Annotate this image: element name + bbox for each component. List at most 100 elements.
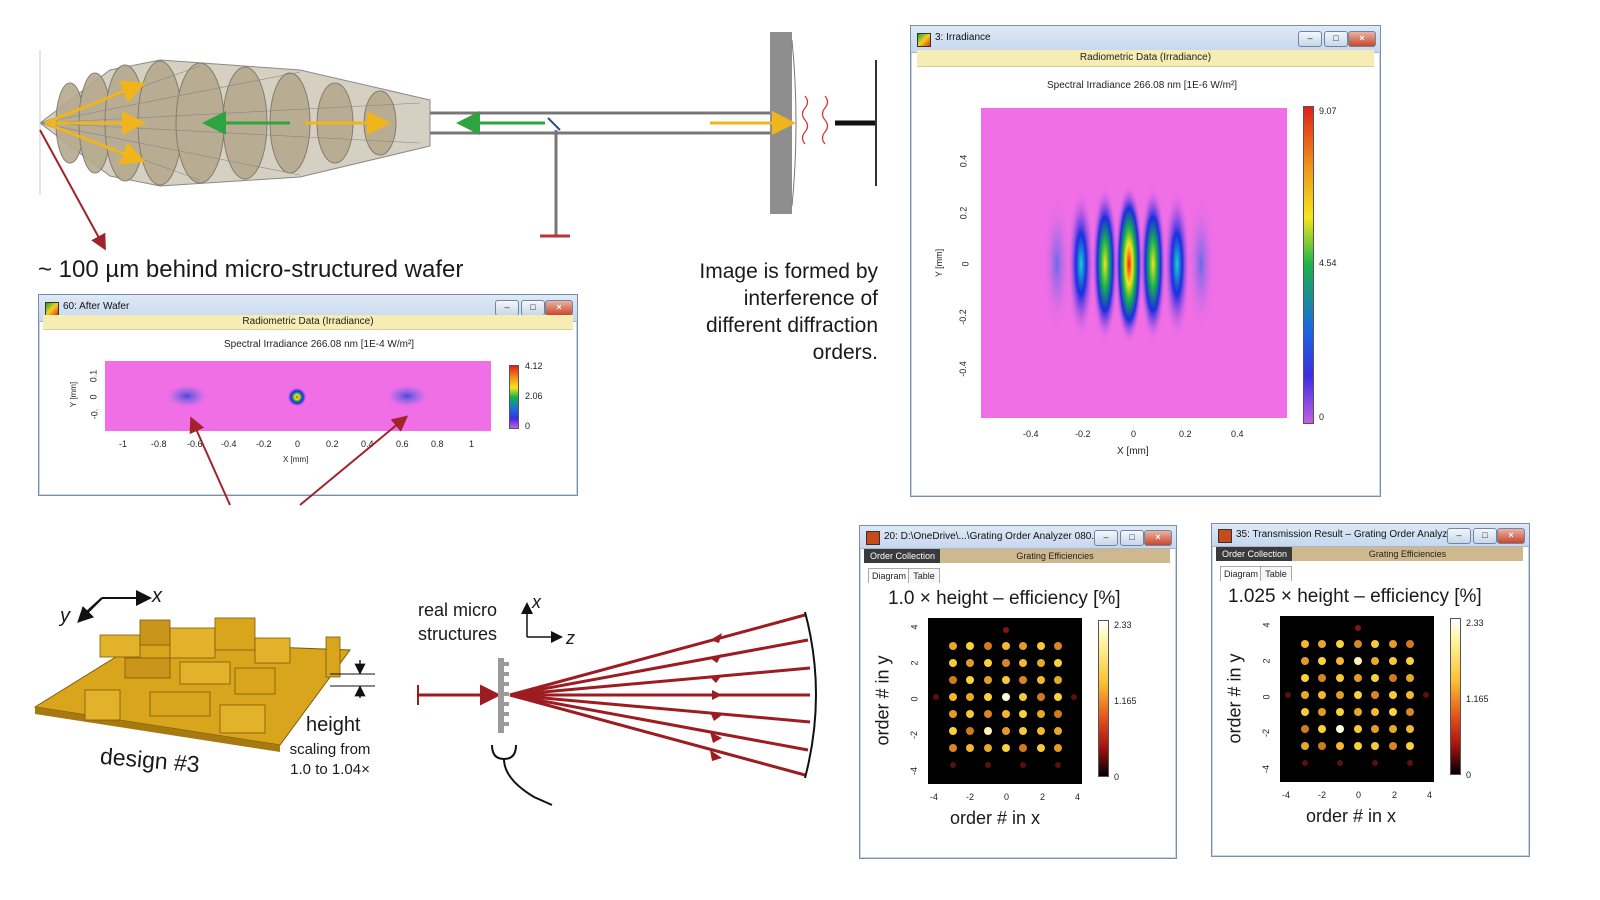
colorbar (1098, 620, 1109, 777)
caption-real-micro: real micro structures (418, 598, 497, 646)
efficiency-heatmap (1280, 616, 1434, 782)
caption-interference: Image is formed by interference of diffe… (640, 258, 878, 366)
x-axis-label: X [mm] (1117, 446, 1149, 457)
colorbar (509, 365, 519, 429)
x-tick: -0.2 (1075, 429, 1091, 439)
cbar-tick: 2.06 (525, 391, 543, 401)
minimize-button[interactable]: – (1447, 528, 1471, 544)
x-tick: 0 (1004, 792, 1010, 802)
app-icon (866, 531, 880, 545)
diffraction-fan-diagram (417, 602, 817, 806)
app-icon (45, 302, 59, 316)
y-tick: 0.1 (88, 369, 99, 383)
optical-system-diagram (39, 32, 877, 238)
x-tick: 2 (1392, 790, 1398, 800)
caption-scaling: scaling from 1.0 to 1.04× (284, 740, 376, 780)
cbar-tick: 2.33 (1466, 618, 1484, 628)
y-tick: -0. (89, 408, 100, 420)
y-tick: 0.2 (958, 206, 969, 220)
colorbar (1303, 106, 1314, 424)
window-grating-analyzer-1[interactable]: 20: D:\OneDrive\...\Grating Order Analyz… (859, 525, 1177, 859)
cbar-tick: 4.12 (525, 361, 543, 371)
window-title: 35: Transmission Result – Grating Order … (1236, 529, 1456, 540)
y-tick: 0 (88, 394, 99, 400)
ray-arrowheads (710, 633, 722, 761)
y-axis-label: order # in y (872, 655, 893, 746)
caption-line: structures (418, 624, 498, 644)
cbar-tick: 1.165 (1466, 694, 1489, 704)
header-band: Radiometric Data (Irradiance) (917, 50, 1374, 67)
plot-title: 1.025 × height – efficiency [%] (1228, 586, 1482, 607)
x-ticks: -1 -0.8 -0.6 -0.4 -0.2 0 0.2 0.4 0.6 0.8… (101, 439, 501, 453)
y-tick: -4 (909, 766, 920, 776)
tab-grating-efficiencies[interactable]: Grating Efficiencies (1292, 547, 1523, 561)
x-axis-label: order # in x (950, 808, 1041, 828)
y-tick: 2 (909, 660, 920, 666)
caption-line: 1.0 to 1.04× (290, 761, 370, 778)
x-tick: 0.4 (1231, 429, 1244, 439)
close-button[interactable]: × (1348, 31, 1376, 47)
close-button[interactable]: × (1497, 528, 1525, 544)
x-axis-label: order # in x (1306, 806, 1397, 826)
x-tick: -0.6 (187, 439, 203, 449)
subtab-diagram[interactable]: Diagram (868, 568, 910, 583)
x-tick: -2 (1318, 790, 1327, 800)
x-tick: 0.2 (1179, 429, 1192, 439)
x-axis-label: X [mm] (283, 455, 309, 464)
tab-order-collection[interactable]: Order Collection (864, 549, 940, 563)
subtab-table[interactable]: Table (908, 568, 940, 583)
titlebar[interactable]: 35: Transmission Result – Grating Order … (1212, 524, 1529, 547)
titlebar[interactable]: 20: D:\OneDrive\...\Grating Order Analyz… (860, 526, 1176, 549)
tab-order-collection[interactable]: Order Collection (1216, 547, 1292, 561)
y-tick: -2 (909, 730, 920, 740)
pointer-arrow-focal (39, 129, 106, 251)
titlebar[interactable]: 3: Irradiance – □ × (911, 26, 1380, 53)
x-tick: 1 (469, 439, 475, 449)
app-icon (1218, 529, 1232, 543)
maximize-button[interactable]: □ (1324, 31, 1348, 47)
x-tick: -0.8 (151, 439, 167, 449)
axis-label-z: z (566, 628, 575, 648)
cbar-tick: 1.165 (1114, 696, 1137, 706)
caption-height: height (306, 714, 361, 736)
caption-line: scaling from (289, 741, 371, 758)
plot-title: 1.0 × height – efficiency [%] (888, 588, 1121, 609)
subtab-diagram[interactable]: Diagram (1220, 566, 1262, 581)
order-dots (933, 627, 1077, 768)
pointer-arrows-blobs (189, 415, 409, 506)
cbar-tick: 2.33 (1114, 620, 1132, 630)
subtab-table[interactable]: Table (1260, 566, 1292, 581)
minimize-button[interactable]: – (1094, 530, 1118, 546)
close-button[interactable]: × (545, 300, 573, 316)
maximize-button[interactable]: □ (1120, 530, 1144, 546)
efficiency-heatmap (928, 618, 1082, 784)
x-tick: 0 (1131, 429, 1137, 439)
y-axis-label: Y [mm] (69, 381, 79, 408)
x-tick: 0 (1356, 790, 1362, 800)
minimize-button[interactable]: – (495, 300, 519, 316)
maximize-button[interactable]: □ (1473, 528, 1497, 544)
y-tick: 0 (1261, 694, 1272, 700)
y-tick: 0.4 (958, 154, 969, 168)
order-dots (1285, 625, 1429, 766)
window-irradiance[interactable]: 3: Irradiance – □ × Radiometric Data (Ir… (910, 25, 1381, 497)
x-tick: 0.6 (396, 439, 409, 449)
axis-label-x: x (152, 585, 162, 607)
caption-line: real micro (418, 600, 498, 620)
y-axis-label: Y [mm] (934, 248, 945, 278)
y-tick: -2 (1261, 728, 1272, 738)
window-grating-analyzer-2[interactable]: 35: Transmission Result – Grating Order … (1211, 523, 1530, 857)
minimize-button[interactable]: – (1298, 31, 1322, 47)
x-tick: -4 (1282, 790, 1291, 800)
cbar-tick: 0 (1466, 770, 1472, 780)
x-tick: 2 (1040, 792, 1046, 802)
tab-grating-efficiencies[interactable]: Grating Efficiencies (940, 549, 1170, 563)
axis-label-y: y (60, 605, 70, 627)
window-after-wafer[interactable]: 60: After Wafer – □ × Radiometric Data (… (38, 294, 578, 496)
close-button[interactable]: × (1144, 530, 1172, 546)
y-tick: -0.2 (957, 309, 968, 325)
maximize-button[interactable]: □ (521, 300, 545, 316)
cbar-tick: 0 (1319, 412, 1325, 422)
caption-line: orders. (812, 341, 878, 364)
plot-title: Spectral Irradiance 266.08 nm [1E-6 W/m²… (1047, 80, 1238, 91)
